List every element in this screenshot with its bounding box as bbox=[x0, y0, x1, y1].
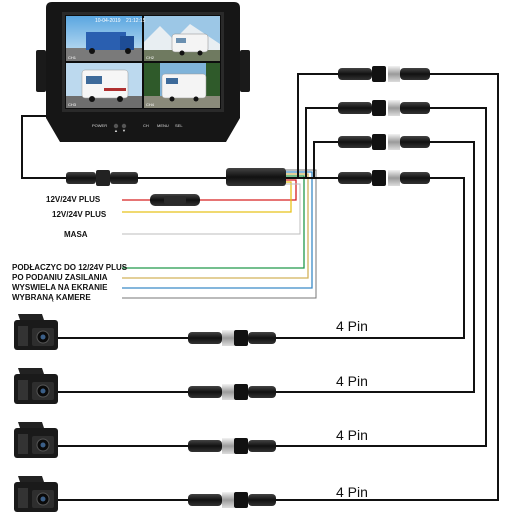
camera-view-2: CH2 bbox=[144, 16, 220, 61]
power-button[interactable]: POWER bbox=[92, 123, 107, 128]
wire-red bbox=[122, 179, 297, 201]
fuse-holder bbox=[150, 194, 200, 206]
pin-label-4: 4 Pin bbox=[336, 484, 368, 500]
monitor: CH1 CH2 CH3 bbox=[36, 2, 250, 142]
camera-3 bbox=[14, 422, 276, 458]
junction-box bbox=[226, 168, 286, 186]
camera-2 bbox=[14, 368, 276, 404]
camera-view-4: CH4 bbox=[144, 63, 220, 108]
osd-time: 21:12:15 bbox=[126, 18, 146, 24]
channel-label-3: CH3 bbox=[68, 102, 77, 107]
wire-label-yellow: 12V/24V PLUS bbox=[52, 210, 107, 219]
camera-view-1: CH1 bbox=[66, 16, 142, 61]
camera-4 bbox=[14, 476, 276, 512]
wire-label-masa: MASA bbox=[64, 230, 88, 239]
pin-label-1: 4 Pin bbox=[336, 318, 368, 334]
pin-label-2: 4 Pin bbox=[336, 373, 368, 389]
monitor-connector bbox=[66, 170, 138, 186]
camera-view-3: CH3 bbox=[66, 63, 142, 108]
wire-label-green: PODŁACZYC DO 12/24V PLUS bbox=[12, 263, 128, 272]
wire-label-tan: PO PODANIU ZASILANIA bbox=[12, 273, 108, 282]
channel-label-1: CH1 bbox=[68, 55, 77, 60]
wire-yellow bbox=[122, 181, 292, 213]
menu-button[interactable]: MENU bbox=[157, 123, 169, 128]
wire-green bbox=[122, 175, 305, 269]
wire-label-red: 12V/24V PLUS bbox=[46, 195, 101, 204]
camera-input-cables bbox=[286, 73, 340, 179]
channel-label-2: CH2 bbox=[146, 55, 155, 60]
power-wires bbox=[122, 169, 317, 299]
up-button[interactable] bbox=[113, 123, 119, 129]
osd-date: 10-04-2019 bbox=[95, 18, 121, 24]
monitor-cable bbox=[21, 115, 70, 179]
camera-input-connector-4 bbox=[338, 170, 430, 186]
wire-tan bbox=[122, 173, 309, 279]
sel-button[interactable]: SEL bbox=[175, 123, 183, 128]
down-button-label: ▼ bbox=[122, 128, 126, 133]
wire-blue bbox=[122, 171, 313, 289]
up-button-label: ▲ bbox=[114, 128, 118, 133]
wire-label-grey: WYBRANĄ KAMERE bbox=[12, 293, 91, 302]
wire-label-blue: WYSWIELA NA EKRANIE bbox=[12, 283, 108, 292]
extension-cables bbox=[276, 73, 499, 501]
camera-input-connector-3 bbox=[338, 134, 430, 150]
camera-input-connector-1 bbox=[338, 66, 430, 82]
down-button[interactable] bbox=[121, 123, 127, 129]
wire-grey bbox=[122, 169, 317, 299]
camera-input-connector-2 bbox=[338, 100, 430, 116]
camera-1 bbox=[14, 314, 276, 350]
pin-label-3: 4 Pin bbox=[336, 427, 368, 443]
channel-label-4: CH4 bbox=[146, 102, 155, 107]
monitor-left-mount bbox=[36, 50, 46, 92]
monitor-control-panel: POWER ▲ ▼ CH MENU SEL bbox=[92, 123, 183, 133]
monitor-right-mount bbox=[240, 50, 250, 92]
wire-white bbox=[122, 183, 301, 235]
ch-button[interactable]: CH bbox=[143, 123, 149, 128]
